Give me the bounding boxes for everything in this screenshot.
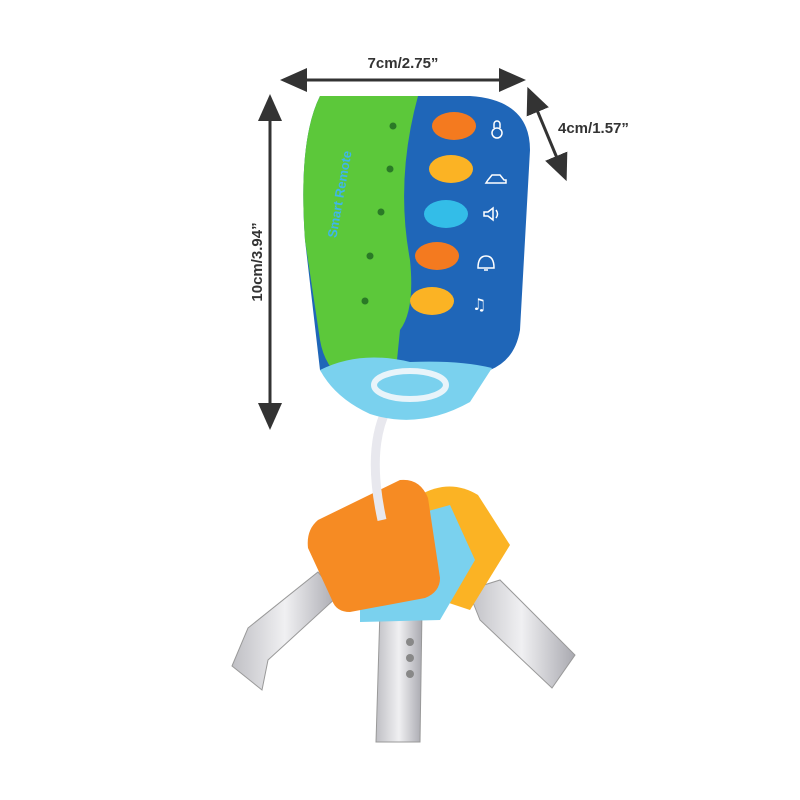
music-note-icon: ♫ [472,295,486,314]
speaker-button[interactable] [424,200,468,228]
width-label: 7cm/2.75” [368,55,439,72]
keys [231,479,576,743]
music-button[interactable] [410,287,454,315]
height-label: 10cm/3.94” [249,222,266,301]
car-icon [484,174,507,184]
depth-arrow [526,86,568,182]
bell-button[interactable] [415,242,459,270]
lock-button[interactable] [432,112,476,140]
depth-label: 4cm/1.57” [558,120,629,137]
lock-icon [491,120,503,139]
speaker-icon [483,206,499,222]
bell-icon [477,255,495,271]
car-button[interactable] [429,155,473,183]
